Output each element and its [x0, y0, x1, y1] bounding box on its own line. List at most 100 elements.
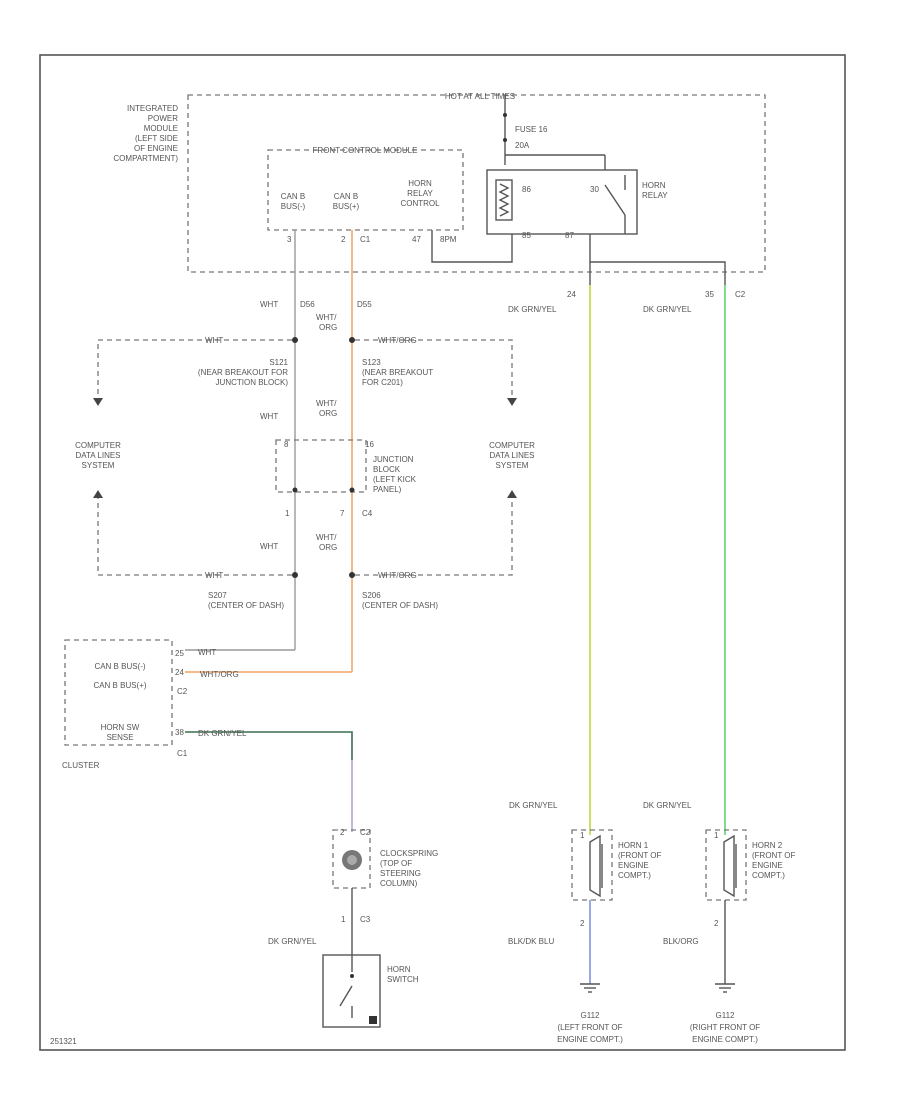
svg-text:S121: S121	[269, 358, 288, 367]
splice-s123	[349, 337, 355, 343]
d55-label: D55	[357, 300, 372, 309]
s123-label: S123 (NEAR BREAKOUT FOR C201)	[362, 358, 433, 387]
svg-text:(TOP OF: (TOP OF	[380, 859, 412, 868]
fcm-label: FRONT CONTROL MODULE	[313, 146, 418, 155]
jb-pin-7: 7	[340, 509, 345, 518]
svg-text:CLOCKSPRING: CLOCKSPRING	[380, 849, 438, 858]
s207-label: S207 (CENTER OF DASH)	[208, 591, 284, 610]
svg-text:INTEGRATED: INTEGRATED	[127, 104, 178, 113]
horn-relay-control-label: HORN RELAY CONTROL	[400, 179, 440, 208]
clockspring-label: CLOCKSPRING (TOP OF STEERING COLUMN)	[380, 849, 438, 888]
svg-text:S123: S123	[362, 358, 381, 367]
svg-text:FUSE 16: FUSE 16	[515, 125, 548, 134]
fcm-box	[267, 149, 464, 231]
svg-text:(CENTER OF DASH): (CENTER OF DASH)	[208, 601, 284, 610]
svg-text:BUS(-): BUS(-)	[281, 202, 306, 211]
svg-text:20A: 20A	[515, 141, 530, 150]
cluster-label: CLUSTER	[62, 761, 100, 770]
horn-relay: 30 86 87 85 HORN RELAY	[486, 154, 668, 240]
svg-text:S207: S207	[208, 591, 227, 600]
c2-right-label: C2	[735, 290, 746, 299]
splice-s206	[349, 572, 355, 578]
svg-text:WHT/: WHT/	[316, 399, 337, 408]
svg-text:86: 86	[522, 185, 531, 194]
svg-text:COMPUTER: COMPUTER	[75, 441, 121, 450]
svg-text:(CENTER OF DASH): (CENTER OF DASH)	[362, 601, 438, 610]
svg-text:87: 87	[565, 231, 574, 240]
wire-label-wht-1: WHT	[260, 300, 278, 309]
wire-label-wht-org-dash-2: WHT/ORG	[378, 571, 417, 580]
can-minus-branch-bottom	[97, 498, 292, 576]
svg-text:CONTROL: CONTROL	[400, 199, 440, 208]
clockspring-box	[332, 829, 371, 889]
junction-block-label: JUNCTION BLOCK (LEFT KICK PANEL)	[373, 455, 417, 494]
pin-35-label: 35	[705, 290, 714, 299]
horn-sw-sense-label: HORN SW SENSE	[101, 723, 140, 742]
c8pm-label: 8PM	[440, 235, 457, 244]
wire-label-wht-org-3: WHT/ ORG	[316, 533, 337, 552]
svg-text:ENGINE: ENGINE	[618, 861, 649, 870]
svg-text:ORG: ORG	[319, 543, 337, 552]
jb-pin-16: 16	[365, 440, 374, 449]
wire-label-wht-org-1: WHT/ ORG	[316, 313, 337, 332]
svg-text:BUS(+): BUS(+)	[333, 202, 360, 211]
pin-24-label: 24	[567, 290, 576, 299]
clockspring-c2: C2	[360, 828, 371, 837]
relay-control-wire	[431, 230, 513, 263]
clockspring-pin-2: 2	[340, 828, 345, 837]
wire-label-wht-org-dash-1: WHT/ORG	[378, 336, 417, 345]
figure-id: 251321	[50, 1037, 77, 1046]
ground-g112-right: G112 (RIGHT FRONT OF ENGINE COMPT.)	[690, 983, 760, 1044]
svg-text:MODULE: MODULE	[144, 124, 178, 133]
pin-25-cluster: 25	[175, 649, 184, 658]
arrow-right-top	[507, 398, 517, 406]
svg-text:POWER: POWER	[148, 114, 178, 123]
diagram-frame	[39, 54, 846, 1051]
svg-text:HORN SW: HORN SW	[101, 723, 140, 732]
horn-1: 1 HORN 1 (FRONT OF ENGINE COMPT.) 2	[571, 829, 662, 928]
wire-label-wht-3: WHT	[260, 542, 278, 551]
splice-s207	[292, 572, 298, 578]
svg-text:HORN: HORN	[408, 179, 432, 188]
c1-cluster: C1	[177, 749, 188, 758]
svg-text:WHT/: WHT/	[316, 313, 337, 322]
svg-text:RELAY: RELAY	[642, 191, 668, 200]
pin-3-label: 3	[287, 235, 292, 244]
svg-text:FOR C201): FOR C201)	[362, 378, 403, 387]
cluster-box	[64, 639, 173, 746]
junction-block	[275, 439, 367, 493]
svg-text:(LEFT KICK: (LEFT KICK	[373, 475, 417, 484]
svg-text:BLOCK: BLOCK	[373, 465, 401, 474]
svg-text:HORN 2: HORN 2	[752, 841, 783, 850]
can-minus-branch-top	[97, 339, 292, 398]
c2-cluster: C2	[177, 687, 188, 696]
jb-pin-8: 8	[284, 440, 289, 449]
svg-text:SENSE: SENSE	[106, 733, 133, 742]
svg-text:HORN: HORN	[387, 965, 411, 974]
svg-text:COMPARTMENT): COMPARTMENT)	[113, 154, 178, 163]
c1-label: C1	[360, 235, 371, 244]
wire-label-wht-org-cl: WHT/ORG	[200, 670, 239, 679]
svg-text:2: 2	[714, 919, 719, 928]
svg-text:85: 85	[522, 231, 531, 240]
svg-text:HORN 1: HORN 1	[618, 841, 649, 850]
ground-g112-left: G112 (LEFT FRONT OF ENGINE COMPT.)	[557, 983, 623, 1044]
wire-label-wht-cl: WHT	[198, 648, 216, 657]
svg-text:(FRONT OF: (FRONT OF	[618, 851, 662, 860]
pin-38-cluster: 38	[175, 728, 184, 737]
pin-47-label: 47	[412, 235, 421, 244]
fuse-16: FUSE 16 20A	[503, 95, 548, 165]
svg-text:RELAY: RELAY	[407, 189, 433, 198]
can-b-bus-minus-cluster: CAN B BUS(-)	[94, 662, 145, 671]
wire-label-dk-grn-yel-sw: DK GRN/YEL	[268, 937, 317, 946]
arrow-right-bottom	[507, 490, 517, 498]
hot-at-all-times-label: HOT AT ALL TIMES	[445, 92, 515, 101]
pin-2-label: 2	[341, 235, 346, 244]
svg-text:ENGINE COMPT.): ENGINE COMPT.)	[692, 1035, 758, 1044]
wire-label-dk-grn-cl: DK GRN/YEL	[198, 729, 247, 738]
wire-label-blk-org: BLK/ORG	[663, 937, 699, 946]
svg-text:1: 1	[714, 831, 719, 840]
svg-text:SWITCH: SWITCH	[387, 975, 419, 984]
svg-text:STEERING: STEERING	[380, 869, 421, 878]
wire-label-wht-org-2: WHT/ ORG	[316, 399, 337, 418]
